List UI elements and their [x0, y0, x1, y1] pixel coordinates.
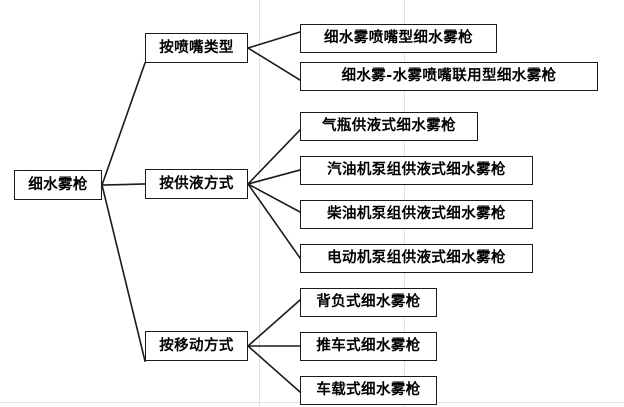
- node-root[interactable]: 细水雾枪: [14, 170, 102, 200]
- node-leaf-mobility-2[interactable]: 推车式细水雾枪: [300, 332, 437, 361]
- node-leaf-liquid-supply-4[interactable]: 电动机泵组供液式细水雾枪: [300, 244, 533, 273]
- node-leaf-mobility-1[interactable]: 背负式细水雾枪: [300, 288, 437, 317]
- node-leaf-nozzle-type-1[interactable]: 细水雾喷嘴型细水雾枪: [300, 24, 497, 53]
- node-leaf-label: 柴油机泵组供液式细水雾枪: [327, 206, 506, 223]
- node-root-label: 细水雾枪: [28, 176, 88, 193]
- edge-mobility-to-child-3: [246, 344, 302, 394]
- node-category-mobility[interactable]: 按移动方式: [145, 331, 248, 361]
- node-leaf-mobility-3[interactable]: 车载式细水雾枪: [300, 376, 437, 405]
- scan-guide-line: [259, 0, 260, 407]
- node-leaf-label: 细水雾喷嘴型细水雾枪: [324, 30, 473, 47]
- node-leaf-liquid-supply-1[interactable]: 气瓶供液式细水雾枪: [300, 112, 478, 141]
- edge-liquid-supply-to-child-1: [246, 128, 302, 186]
- node-leaf-label: 汽油机泵组供液式细水雾枪: [327, 162, 506, 179]
- edge-nozzle-type-to-child-2: [246, 46, 302, 82]
- node-leaf-label: 车载式细水雾枪: [316, 382, 421, 399]
- node-category-liquid-supply[interactable]: 按供液方式: [145, 169, 248, 199]
- edge-liquid-supply-to-child-3: [246, 182, 302, 214]
- node-leaf-liquid-supply-3[interactable]: 柴油机泵组供液式细水雾枪: [300, 200, 533, 229]
- edge-root-to-liquid-supply: [101, 183, 146, 186]
- node-category-nozzle-type[interactable]: 按喷嘴类型: [145, 33, 248, 63]
- node-leaf-label: 背负式细水雾枪: [316, 294, 421, 311]
- node-category-nozzle-type-label: 按喷嘴类型: [159, 39, 234, 56]
- node-leaf-liquid-supply-2[interactable]: 汽油机泵组供液式细水雾枪: [300, 156, 533, 185]
- node-leaf-label: 电动机泵组供液式细水雾枪: [327, 250, 506, 267]
- edge-root-to-mobility: [101, 184, 146, 362]
- edge-liquid-supply-to-child-2: [247, 169, 301, 185]
- node-leaf-label: 气瓶供液式细水雾枪: [321, 118, 457, 135]
- edge-mobility-to-child-1: [246, 298, 302, 348]
- node-leaf-label: 细水雾-水雾喷嘴联用型细水雾枪: [341, 68, 557, 85]
- edge-root-to-nozzle-type: [100, 61, 147, 187]
- node-leaf-nozzle-type-2[interactable]: 细水雾-水雾喷嘴联用型细水雾枪: [300, 62, 598, 91]
- edge-nozzle-type-to-child-1: [247, 31, 301, 49]
- edge-liquid-supply-to-child-4: [246, 182, 302, 260]
- node-category-mobility-label: 按移动方式: [159, 337, 234, 354]
- node-leaf-label: 推车式细水雾枪: [316, 338, 421, 355]
- node-category-liquid-supply-label: 按供液方式: [159, 175, 234, 192]
